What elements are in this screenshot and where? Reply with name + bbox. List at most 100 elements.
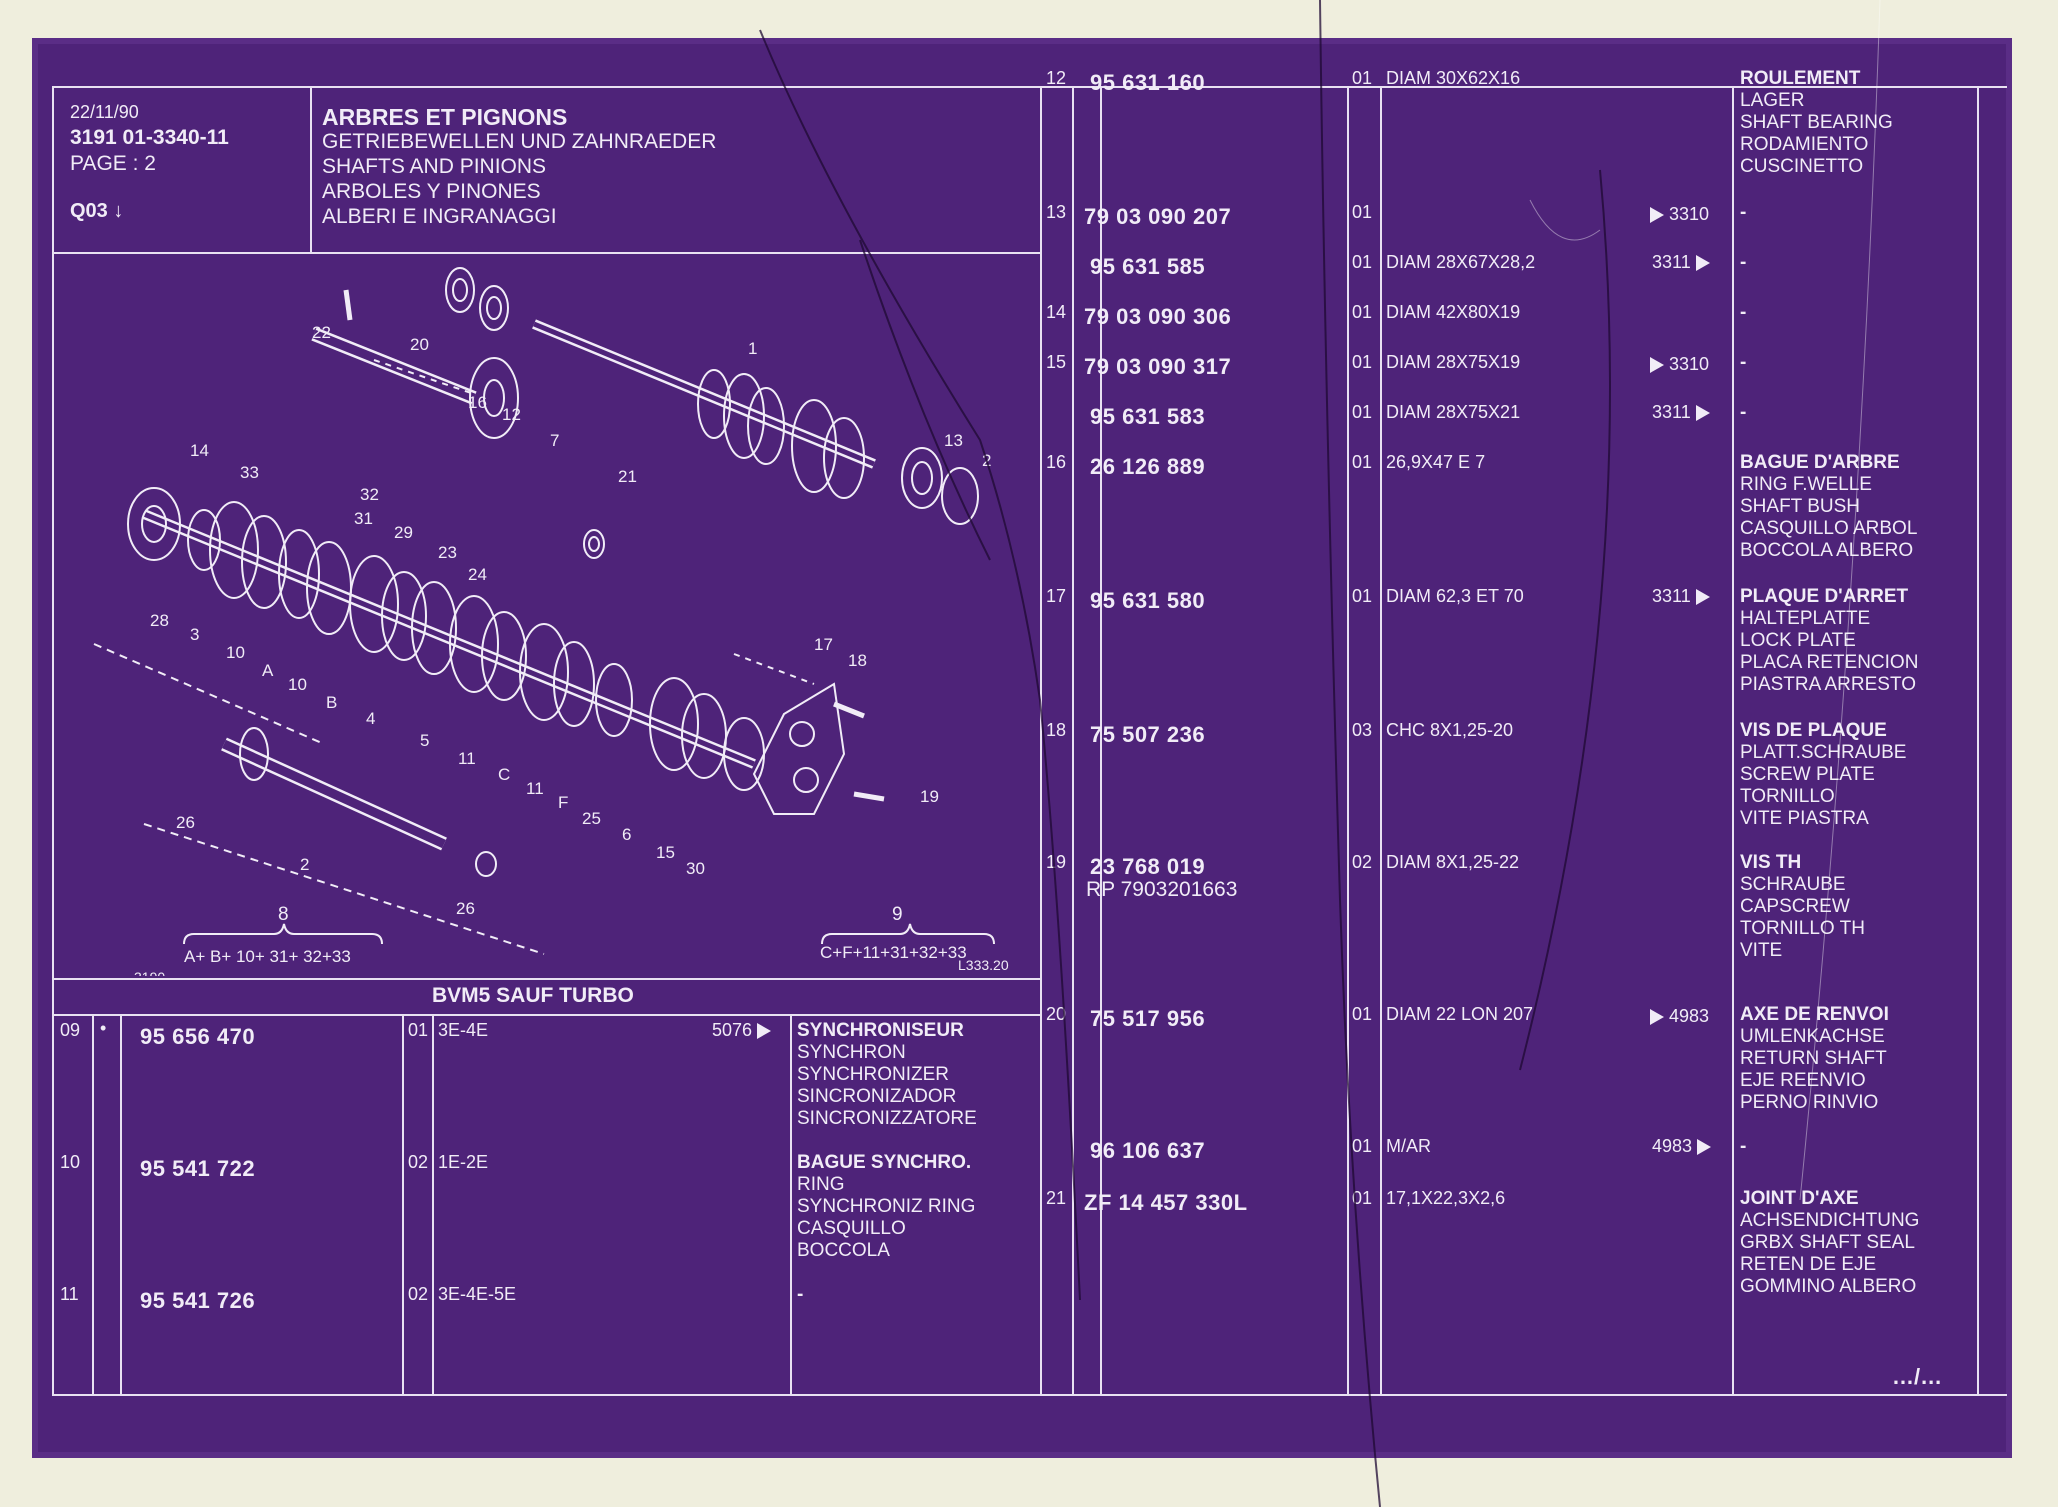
callout-label: 26 (176, 813, 195, 832)
continued-marker: …/… (1892, 1364, 1943, 1389)
item-number: 21 (1046, 1188, 1067, 1208)
title-fr: ARBRES ET PIGNONS (322, 104, 568, 130)
description: - (1740, 402, 1746, 424)
description-line: CAPSCREW (1740, 896, 1850, 917)
description-line: HALTEPLATTE (1740, 608, 1871, 629)
title-divider (310, 86, 312, 252)
arrow-right-icon (1695, 255, 1710, 272)
ref-number: 3310 (1650, 354, 1709, 375)
callout-label: 11 (526, 779, 544, 798)
callout-label: B (326, 693, 337, 712)
description: - (1740, 202, 1746, 224)
spec: DIAM 8X1,25-22 (1386, 852, 1520, 872)
description-line: CUSCINETTO (1740, 156, 1864, 177)
description: - (1740, 302, 1746, 324)
title-de: GETRIEBEWELLEN UND ZAHNRAEDER (322, 130, 717, 153)
right-col-3 (1347, 86, 1349, 1396)
callout-label: 33 (240, 463, 259, 482)
spec: DIAM 62,3 ET 70 (1386, 586, 1524, 606)
part-number: 26 126 889 (1090, 454, 1206, 479)
description-line: RETEN DE EJE (1740, 1254, 1877, 1275)
callout-label: 3 (190, 625, 199, 644)
description-line: LOCK PLATE (1740, 630, 1856, 651)
callout-label: F (558, 793, 568, 812)
right-col-0 (1040, 86, 1042, 1396)
description-line: - (1740, 302, 1747, 323)
description-line: SYNCHRONIZ RING (797, 1196, 976, 1217)
callout-label: 16 (468, 393, 487, 412)
right-col-5 (1732, 86, 1734, 1396)
description-line: VITE PIASTRA (1740, 808, 1869, 829)
description-line: SCREW PLATE (1740, 764, 1875, 785)
callout-label: 15 (656, 843, 675, 862)
ref-number: 4983 (1652, 1136, 1712, 1157)
callout-label: 32 (360, 485, 379, 504)
description-line: - (1740, 252, 1747, 273)
frame-top (52, 86, 2007, 88)
item-number: 10 (60, 1152, 81, 1172)
left-col-1 (92, 1014, 94, 1394)
description: - (1740, 1136, 1746, 1158)
description-line: PLACA RETENCION (1740, 652, 1919, 673)
section-title: BVM5 SAUF TURBO (432, 984, 634, 1007)
callout-label: C (498, 765, 510, 784)
description-line: RING F.WELLE (1740, 474, 1872, 495)
item-number: 14 (1046, 302, 1067, 322)
doc-ref: 3191 01-3340-11 (70, 126, 229, 149)
quantity: 01 (1352, 1188, 1373, 1208)
quantity: 01 (1352, 586, 1373, 606)
item-number: 20 (1046, 1004, 1067, 1024)
arrow-right-icon (1650, 1009, 1664, 1026)
item-number: 13 (1046, 202, 1067, 222)
callout-label: 29 (394, 523, 413, 542)
callout-label: 21 (618, 467, 637, 486)
callout-label: 28 (150, 611, 169, 630)
description-line: SYNCHRONISEUR (797, 1020, 964, 1041)
replacement-part-number: RP 7903201663 (1086, 878, 1238, 901)
callout-label: 30 (686, 859, 705, 878)
description-line: SYNCHRON (797, 1042, 906, 1063)
callout-label: 13 (944, 431, 963, 450)
callout-label: 18 (848, 651, 867, 670)
callout-label: 25 (582, 809, 601, 828)
left-col-4 (432, 1014, 434, 1394)
spec: 1E-2E (438, 1152, 489, 1172)
right-col-4 (1380, 86, 1382, 1396)
callout-label: 24 (468, 565, 487, 584)
description-line: TORNILLO (1740, 786, 1835, 807)
callout-label: 20 (410, 335, 429, 354)
item-number: 12 (1046, 68, 1067, 88)
title-it: ALBERI E INGRANAGGI (322, 205, 557, 228)
frame-left (52, 86, 54, 1396)
callout-label: A (262, 661, 274, 680)
callout-label: 11 (458, 749, 476, 768)
callout-label: 14 (190, 441, 209, 460)
part-number: 75 517 956 (1090, 1006, 1206, 1031)
callout-label: 7 (550, 431, 559, 450)
description-line: GOMMINO ALBERO (1740, 1276, 1917, 1297)
part-number: 95 631 580 (1090, 588, 1206, 613)
quantity: 01 (1352, 252, 1373, 272)
quantity: 02 (1352, 852, 1373, 872)
quantity: 02 (408, 1152, 429, 1172)
quantity: 01 (1352, 452, 1373, 472)
arrow-right-icon (1650, 207, 1664, 224)
description-line: SYNCHRONIZER (797, 1064, 950, 1085)
callout-label: 19 (920, 787, 939, 806)
callout-label: 6 (622, 825, 631, 844)
spec: 17,1X22,3X2,6 (1386, 1188, 1506, 1208)
callout-label: 12 (502, 405, 521, 424)
quantity: 01 (1352, 302, 1373, 322)
description-line: LAGER (1740, 90, 1805, 111)
left-col-2 (120, 1014, 122, 1394)
arrow-down-icon: ↓ (113, 200, 124, 222)
description-line: VIS DE PLAQUE (1740, 720, 1887, 741)
description-line: VIS TH (1740, 852, 1802, 873)
callout-label: 26 (456, 899, 475, 918)
quantity: 01 (1352, 202, 1373, 222)
description-line: - (1740, 202, 1747, 223)
arrow-right-icon (1695, 589, 1710, 606)
part-number: 95 656 470 (140, 1024, 256, 1049)
description-line: SINCRONIZZATORE (797, 1108, 977, 1129)
